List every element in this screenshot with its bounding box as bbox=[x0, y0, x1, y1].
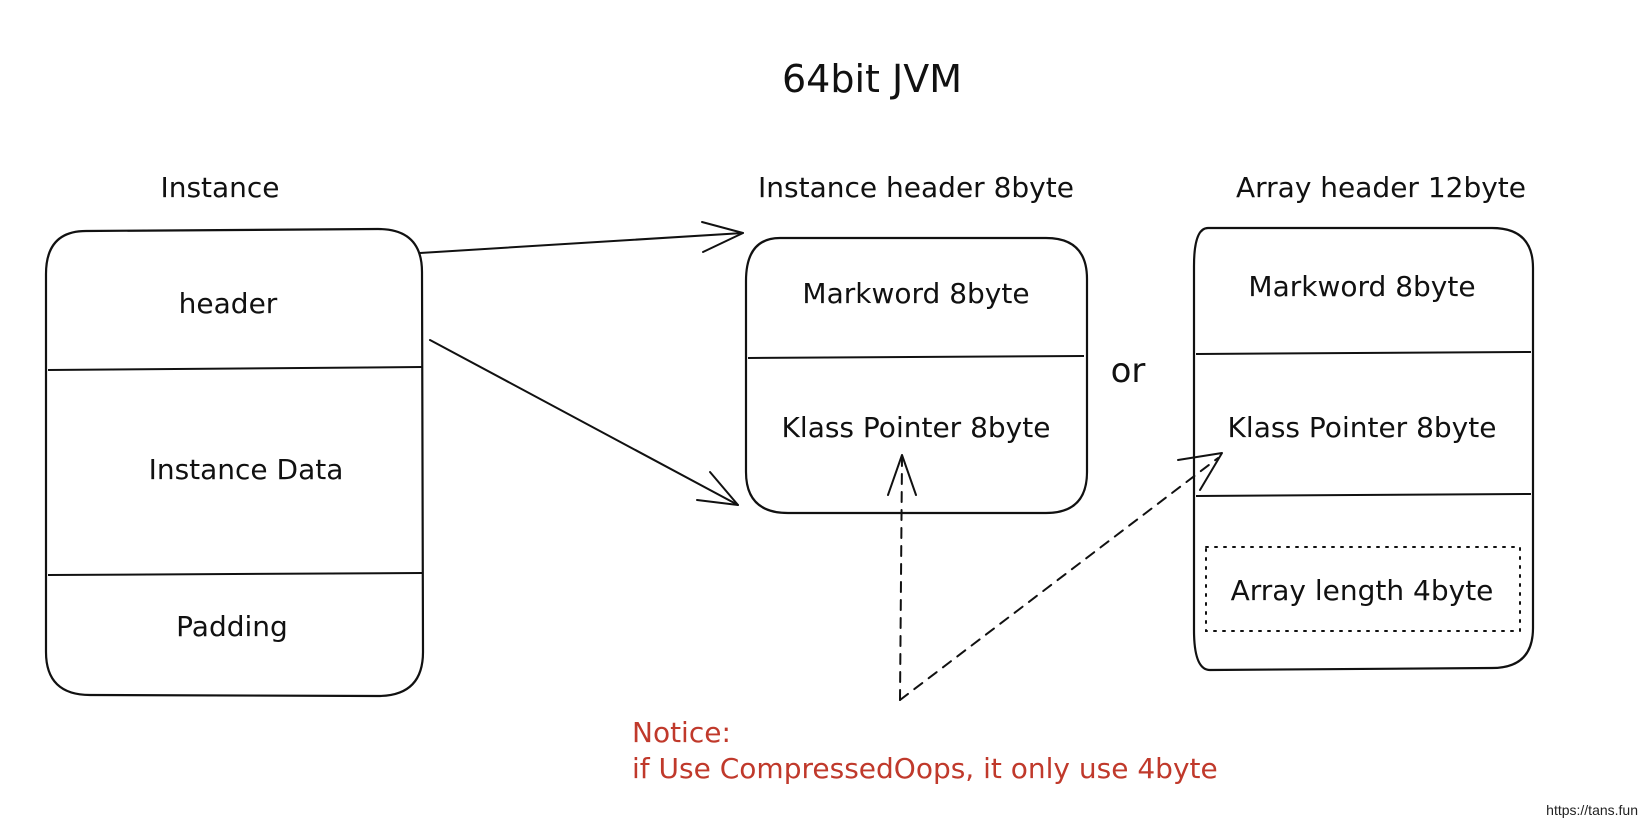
array-header-row-array-length: Array length 4byte bbox=[1231, 574, 1494, 607]
instance-header-divider bbox=[747, 355, 1085, 359]
notice-title: Notice: bbox=[632, 716, 731, 749]
dashed-arrow-to-array-klass-pointer bbox=[899, 452, 1223, 701]
diagram-title: 64bit JVM bbox=[782, 57, 962, 101]
array-header-row-klass-pointer: Klass Pointer 8byte bbox=[1228, 411, 1497, 444]
arrow-to-instance-header-bottom bbox=[429, 339, 739, 506]
dashed-arrow-to-instance-klass-pointer bbox=[887, 454, 917, 701]
array-header-divider-1 bbox=[1195, 351, 1532, 355]
instance-label: Instance bbox=[160, 171, 279, 204]
array-header-row-markword: Markword 8byte bbox=[1248, 270, 1475, 303]
array-header-box: Markword 8byte Klass Pointer 8byte Array… bbox=[1192, 226, 1535, 672]
instance-row-data: Instance Data bbox=[149, 453, 344, 486]
instance-divider-2 bbox=[47, 572, 423, 576]
instance-row-padding: Padding bbox=[176, 610, 288, 643]
instance-header-label: Instance header 8byte bbox=[758, 171, 1074, 204]
watermark: https://tans.fun bbox=[1546, 802, 1638, 818]
instance-header-row-klass-pointer: Klass Pointer 8byte bbox=[782, 411, 1051, 444]
notice-text: if Use CompressedOops, it only use 4byte bbox=[632, 752, 1218, 785]
instance-box: header Instance Data Padding bbox=[44, 227, 425, 698]
array-header-divider-2 bbox=[1195, 493, 1532, 497]
instance-header-row-markword: Markword 8byte bbox=[802, 277, 1029, 310]
instance-divider-1 bbox=[47, 366, 423, 371]
instance-header-box: Markword 8byte Klass Pointer 8byte bbox=[744, 236, 1089, 515]
notice: Notice: if Use CompressedOops, it only u… bbox=[632, 716, 1218, 785]
or-label: or bbox=[1111, 351, 1146, 391]
arrow-to-instance-header-top bbox=[419, 221, 744, 254]
array-header-label: Array header 12byte bbox=[1236, 171, 1526, 204]
instance-row-header: header bbox=[179, 287, 278, 320]
